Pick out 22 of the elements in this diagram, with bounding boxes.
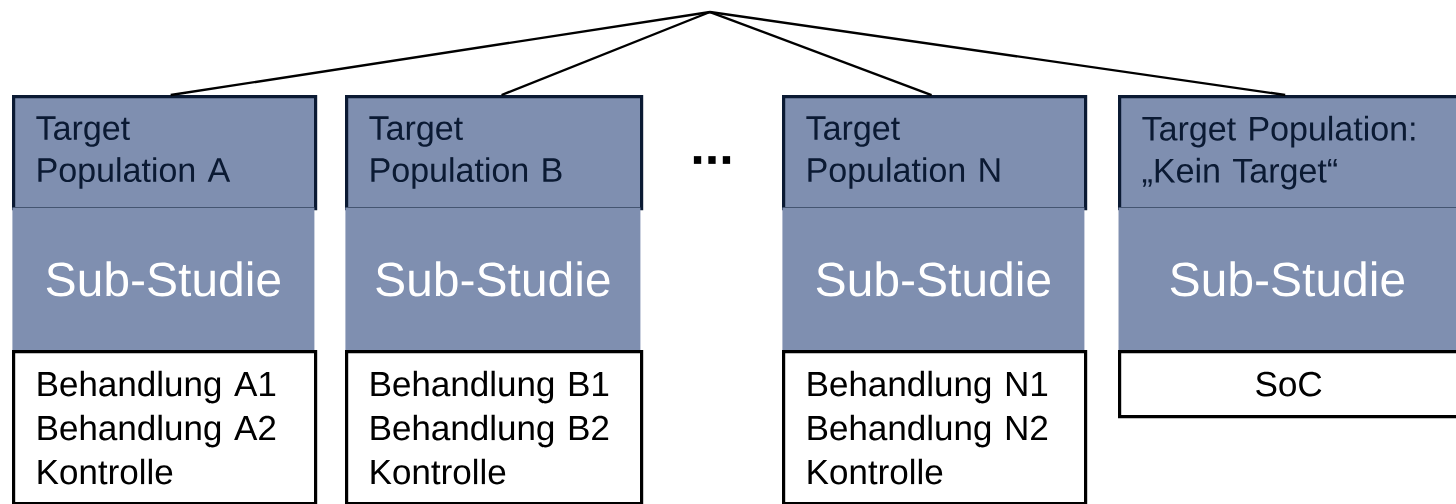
target-population-box: Target Population: „Kein Target“ — [1118, 95, 1456, 211]
ellipsis: ... — [693, 156, 731, 164]
node-label: Sub-Studie — [1170, 261, 1404, 297]
connector-line — [501, 10, 711, 97]
target-population-box: Target Population N — [782, 95, 1088, 211]
connector-line — [170, 10, 711, 97]
node-label: Sub-Studie — [376, 261, 610, 297]
node-label: Sub-Studie — [46, 261, 280, 297]
target-population-box: Target Population A — [12, 95, 318, 211]
sub-study-band: Sub-Studie — [1118, 207, 1456, 351]
sub-study-band: Sub-Studie — [782, 207, 1085, 351]
treatment-box: Behandlung N1 Behandlung N2 Kontrolle — [782, 350, 1088, 504]
sub-study-band: Sub-Studie — [12, 207, 315, 351]
node-label: Sub-Studie — [816, 261, 1050, 297]
connector-line — [709, 10, 1286, 97]
target-population-box: Target Population B — [345, 95, 644, 211]
sub-study-band: Sub-Studie — [345, 207, 641, 351]
treatment-box: SoC — [1118, 350, 1456, 419]
node-label: Target Population: „Kein Target“ — [1142, 115, 1415, 190]
treatment-box: Behandlung B1 Behandlung B2 Kontrolle — [345, 350, 644, 504]
treatment-box: Behandlung A1 Behandlung A2 Kontrolle — [12, 350, 318, 504]
connector-line — [709, 10, 932, 97]
